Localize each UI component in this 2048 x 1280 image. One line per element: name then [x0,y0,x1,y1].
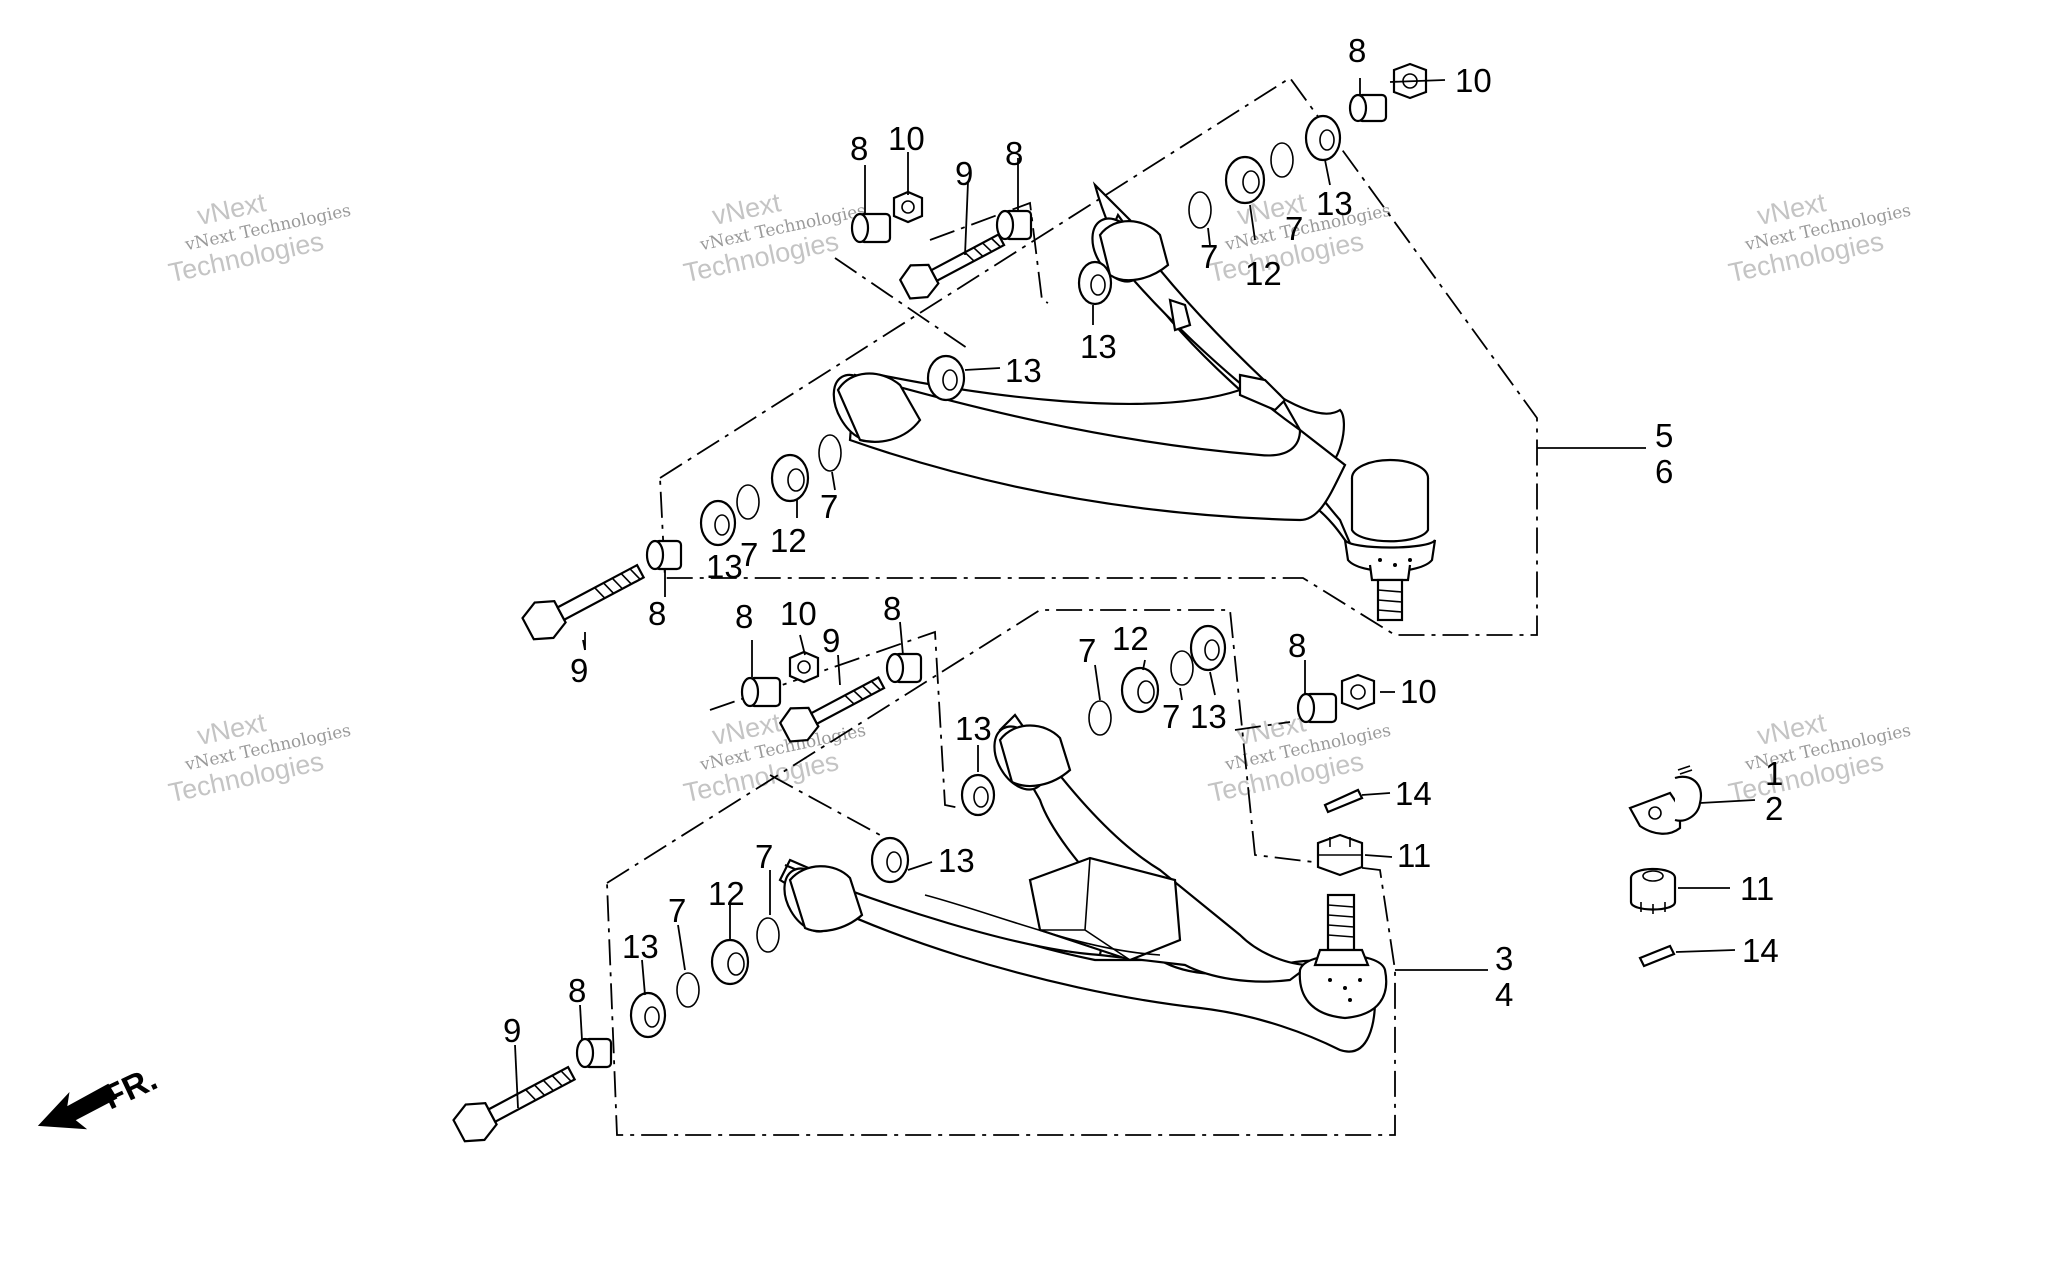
callout-10: 10 [1400,673,1437,710]
bolts [452,233,1006,1143]
callout-7: 7 [740,536,758,573]
bolt [898,233,1006,300]
lower-control-arm [778,713,1388,1053]
callout-13: 13 [938,842,975,879]
callout-11: 11 [1740,870,1774,907]
callout-12: 12 [770,522,807,559]
callout-5: 5 [1655,417,1673,454]
watermark: vNext vNext Technologies Technologies [1726,187,1913,288]
bolt [521,563,646,641]
bolt [778,676,886,743]
callout-9: 9 [955,155,973,192]
upper-arm-group-outline [659,76,1646,636]
callout-13: 13 [1005,352,1042,389]
callout-7: 7 [1162,698,1180,735]
callout-9: 9 [503,1012,521,1049]
callout-10: 10 [780,595,817,632]
callout-12: 12 [708,875,745,912]
callout-labels: 8 10 8 10 9 8 13 7 7 12 13 13 5 6 7 13 7… [503,32,1783,1049]
callout-7: 7 [1200,238,1218,275]
callout-8: 8 [1348,32,1366,69]
watermark: vNext vNext Technologies Technologies [681,187,868,288]
callout-13: 13 [706,548,743,585]
front-direction-arrow: FR. [37,1060,163,1130]
callout-7: 7 [1285,210,1303,247]
watermark: vNext vNext Technologies Technologies [1726,707,1913,808]
callout-13: 13 [1316,185,1353,222]
callout-13: 13 [1080,328,1117,365]
lower-arm-group-outline [606,609,1488,1136]
callout-12: 12 [1245,255,1282,292]
upper-control-arm [832,181,1437,622]
callout-7: 7 [820,488,838,525]
collars [575,93,1388,1069]
callout-9: 9 [570,652,588,689]
callout-13: 13 [955,710,992,747]
o-rings [676,142,1294,1008]
callout-7: 7 [755,838,773,875]
callout-8: 8 [883,590,901,627]
watermark: vNext vNext Technologies Technologies [166,707,353,808]
bushings [629,114,1342,1039]
callout-3: 3 [1495,940,1513,977]
callout-13: 13 [1190,698,1227,735]
callout-4: 4 [1495,976,1513,1013]
leader-lines [514,78,1756,1109]
callout-9: 9 [822,622,840,659]
bolt [452,1065,577,1143]
watermark: vNext vNext Technologies Technologies [166,187,353,288]
callout-2: 2 [1765,790,1783,827]
watermark: vNext vNext Technologies Technologies [1206,187,1393,288]
callout-12: 12 [1112,620,1149,657]
callout-14: 14 [1742,932,1779,969]
callout-14: 14 [1395,775,1432,812]
callout-8: 8 [1005,135,1023,172]
castle-nut [1316,833,1364,877]
svg-text:FR.: FR. [97,1060,163,1118]
callout-7: 7 [1078,632,1096,669]
callout-11: 11 [1397,837,1431,874]
callout-13: 13 [622,928,659,965]
retaining-clip [1628,765,1703,835]
callout-10: 10 [1455,62,1492,99]
callout-8: 8 [735,598,753,635]
callout-10: 10 [888,120,925,157]
callout-8: 8 [1288,627,1306,664]
callout-8: 8 [568,972,586,1009]
callout-8: 8 [850,130,868,167]
callout-8: 8 [648,595,666,632]
cotter-pin [1323,788,1676,968]
castle-nut [1629,868,1677,914]
callout-7: 7 [668,892,686,929]
callout-1: 1 [1765,755,1783,792]
callout-6: 6 [1655,453,1673,490]
